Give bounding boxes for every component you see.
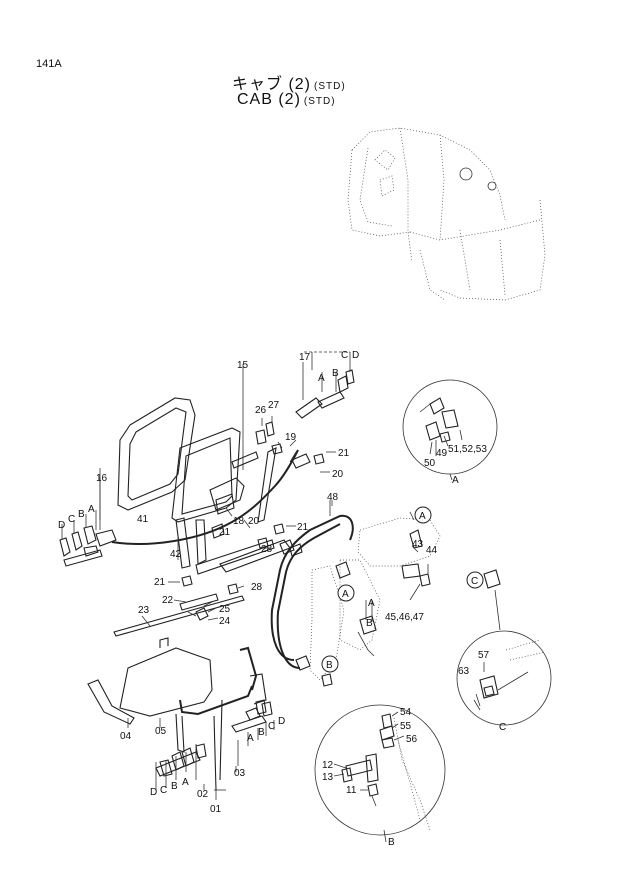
letter-d-left: D — [58, 520, 65, 531]
label-05: 05 — [155, 726, 167, 737]
letter-a-bot: A — [182, 777, 189, 788]
label-56: 56 — [406, 734, 418, 745]
label-20a: 20 — [332, 469, 344, 480]
label-49: 49 — [436, 448, 448, 459]
title-en-text: CAB (2) — [237, 91, 301, 108]
part-labels: 15 17 26 27 19 21 20 16 41 18 20 21 21 2… — [96, 352, 490, 815]
label-21a: 21 — [338, 448, 350, 459]
letter-c-left: C — [68, 514, 75, 525]
callout-b: B — [321, 655, 339, 673]
label-44: 44 — [426, 545, 438, 556]
std-tag-en: (STD) — [303, 96, 336, 107]
label-45-46-47: 45,46,47 — [385, 612, 424, 623]
label-15: 15 — [237, 360, 249, 371]
title-jp-text: キャブ (2) — [232, 76, 312, 93]
label-03: 03 — [234, 768, 246, 779]
label-26: 26 — [255, 405, 267, 416]
label-43: 43 — [412, 539, 424, 550]
label-17: 17 — [299, 352, 311, 363]
label-16: 16 — [96, 473, 108, 484]
letter-c-top: C — [341, 350, 348, 361]
letter-d-right: D — [278, 716, 285, 727]
label-21c: 21 — [297, 522, 309, 533]
title-english: CAB (2)(STD) — [237, 91, 336, 109]
label-13: 13 — [322, 772, 334, 783]
letter-b-left: B — [78, 509, 85, 520]
lower-frame — [87, 637, 275, 791]
label-19: 19 — [285, 432, 297, 443]
label-63: 63 — [458, 666, 470, 677]
detail-view-c: C — [456, 569, 552, 733]
letter-a-top: A — [318, 373, 325, 384]
label-22: 22 — [162, 595, 174, 606]
letter-c-right: C — [268, 721, 275, 732]
letter-a-right: A — [247, 733, 254, 744]
label-54: 54 — [400, 707, 412, 718]
letter-b-bot: B — [171, 781, 178, 792]
label-41: 41 — [137, 514, 149, 525]
title-japanese: キャブ (2)(STD) — [232, 70, 346, 94]
label-23: 23 — [138, 605, 150, 616]
label-12: 12 — [322, 760, 334, 771]
label-25: 25 — [219, 604, 231, 615]
letter-d-bot: D — [150, 787, 157, 798]
label-20b: 20 — [248, 516, 260, 527]
letter-labels: C D A B D C B A A B D C B A A B C D — [58, 350, 375, 798]
cab-overview-sketch — [347, 127, 546, 301]
label-04: 04 — [120, 731, 132, 742]
lower-rod — [113, 593, 245, 637]
letter-b-top: B — [332, 368, 339, 379]
callout-a-1: A — [414, 506, 432, 524]
leader-lines — [99, 362, 485, 800]
letter-b-mid: B — [366, 618, 373, 629]
grab-rail-48 — [270, 500, 441, 687]
label-21d: 21 — [154, 577, 166, 588]
letter-b-right: B — [258, 727, 265, 738]
page-number: 141A — [36, 58, 62, 70]
letter-a-mid: A — [368, 598, 375, 609]
detail-c-label: C — [499, 722, 506, 733]
std-tag-jp: (STD) — [314, 81, 346, 92]
letter-c-bot: C — [160, 785, 167, 796]
window-frame-41 — [99, 397, 299, 545]
label-51-52-53: 51,52,53 — [448, 444, 487, 455]
label-27: 27 — [268, 400, 280, 411]
left-fastener-group — [59, 510, 117, 567]
detail-view-a: A — [402, 379, 498, 486]
label-18: 18 — [233, 516, 245, 527]
label-21b: 21 — [219, 527, 231, 538]
label-55: 55 — [400, 721, 412, 732]
callout-a-2: A — [337, 584, 355, 602]
label-57: 57 — [478, 650, 490, 661]
label-11: 11 — [346, 785, 357, 796]
callout-b-text: B — [326, 660, 333, 671]
detail-b-label: B — [388, 837, 395, 848]
callout-a-1-text: A — [419, 511, 426, 522]
label-50: 50 — [424, 458, 436, 469]
callout-a-2-text: A — [342, 589, 349, 600]
mid-linkage — [175, 477, 295, 595]
label-48: 48 — [327, 492, 339, 503]
label-02: 02 — [197, 789, 209, 800]
letter-d-top: D — [352, 350, 359, 361]
callout-c: C — [466, 571, 484, 589]
detail-view-b: B — [314, 704, 446, 848]
label-01: 01 — [210, 804, 222, 815]
detail-a-label: A — [452, 475, 459, 486]
letter-a-left: A — [88, 504, 95, 515]
label-42: 42 — [170, 549, 182, 560]
label-24: 24 — [219, 616, 231, 627]
callout-c-text: C — [471, 576, 478, 587]
label-28b: 28 — [251, 582, 263, 593]
label-28a: 28 — [261, 544, 273, 555]
hinge-linkage — [231, 351, 355, 523]
